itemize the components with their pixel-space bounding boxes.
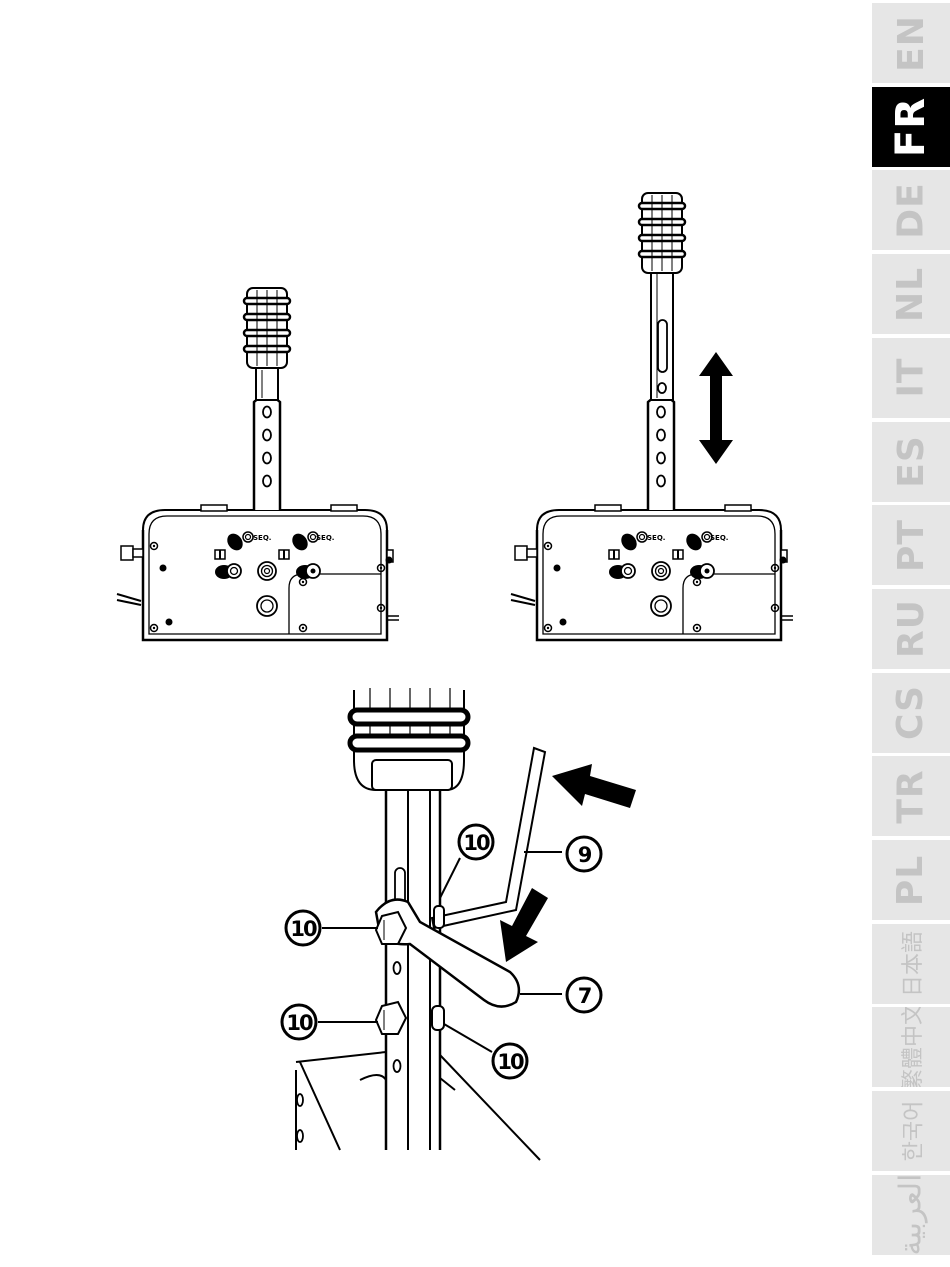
shifter-short-position: SEQ. SEQ. <box>117 288 399 640</box>
language-tab-13[interactable]: 繁體中文 <box>872 1007 950 1087</box>
seq-label-right: SEQ. <box>647 534 665 542</box>
svg-text:10: 10 <box>290 917 317 941</box>
arrow-left-icon <box>552 764 636 808</box>
svg-text:9: 9 <box>578 843 592 867</box>
language-tab-label: 日本語 <box>895 931 927 997</box>
language-tab-8[interactable]: RU <box>872 589 950 669</box>
callout-9-hex-key: 9 <box>567 837 601 871</box>
language-tab-6[interactable]: ES <box>872 422 950 502</box>
language-tab-label: 繁體中文 <box>895 1007 927 1087</box>
callout-7-wrench: 7 <box>567 978 601 1012</box>
language-tab-label: العربية <box>894 1175 929 1255</box>
svg-text:10: 10 <box>286 1011 313 1035</box>
seq-label-left-2: SEQ. <box>316 534 334 542</box>
shaft-adjustment-detail: 10 9 10 7 10 10 <box>282 688 636 1160</box>
language-tab-12[interactable]: 日本語 <box>872 924 950 1004</box>
language-tab-label: ES <box>891 435 932 488</box>
language-tab-label: TR <box>891 769 932 823</box>
language-tab-label: IT <box>890 358 931 398</box>
language-tab-1[interactable]: EN <box>872 3 950 83</box>
language-tab-14[interactable]: 한국어 <box>872 1091 950 1171</box>
language-tab-label: DE <box>890 182 931 238</box>
language-tab-bar: EN FR DE NL IT ES PT RU CS TR PL 日本語繁體中文 한국어 العربية <box>872 0 950 1267</box>
language-tab-label: PT <box>890 519 931 572</box>
language-tab-3[interactable]: DE <box>872 170 950 250</box>
language-tab-5[interactable]: IT <box>872 338 950 418</box>
double-arrow-icon <box>699 352 733 464</box>
language-tab-label: CS <box>890 685 931 740</box>
language-tab-9[interactable]: CS <box>872 673 950 753</box>
shifter-extended-position: SEQ. SEQ. <box>511 193 793 640</box>
language-tab-label: FR <box>888 97 934 157</box>
language-tab-label: RU <box>890 599 931 658</box>
language-tab-7[interactable]: PT <box>872 505 950 585</box>
svg-text:10: 10 <box>497 1050 524 1074</box>
language-tab-15[interactable]: العربية <box>872 1175 950 1255</box>
assembly-illustrations: SEQ. SEQ. SEQ. SEQ. <box>0 0 872 1267</box>
language-tab-label: NL <box>890 267 931 322</box>
callout-10-upper-right: 10 <box>459 825 493 859</box>
callout-10-lower-right: 10 <box>493 1044 527 1078</box>
language-tab-label: 한국어 <box>895 1101 927 1162</box>
svg-text:7: 7 <box>578 984 591 1008</box>
language-tab-11[interactable]: PL <box>872 840 950 920</box>
callout-10-upper-left: 10 <box>286 911 320 945</box>
language-tab-2[interactable]: FR <box>872 87 950 167</box>
language-tab-10[interactable]: TR <box>872 756 950 836</box>
seq-label-right-2: SEQ. <box>710 534 728 542</box>
language-tab-label: EN <box>890 15 931 72</box>
callout-10-lower-left: 10 <box>282 1005 316 1039</box>
seq-label-left: SEQ. <box>253 534 271 542</box>
language-tab-label: PL <box>890 854 931 905</box>
language-tab-4[interactable]: NL <box>872 254 950 334</box>
svg-text:10: 10 <box>463 831 490 855</box>
